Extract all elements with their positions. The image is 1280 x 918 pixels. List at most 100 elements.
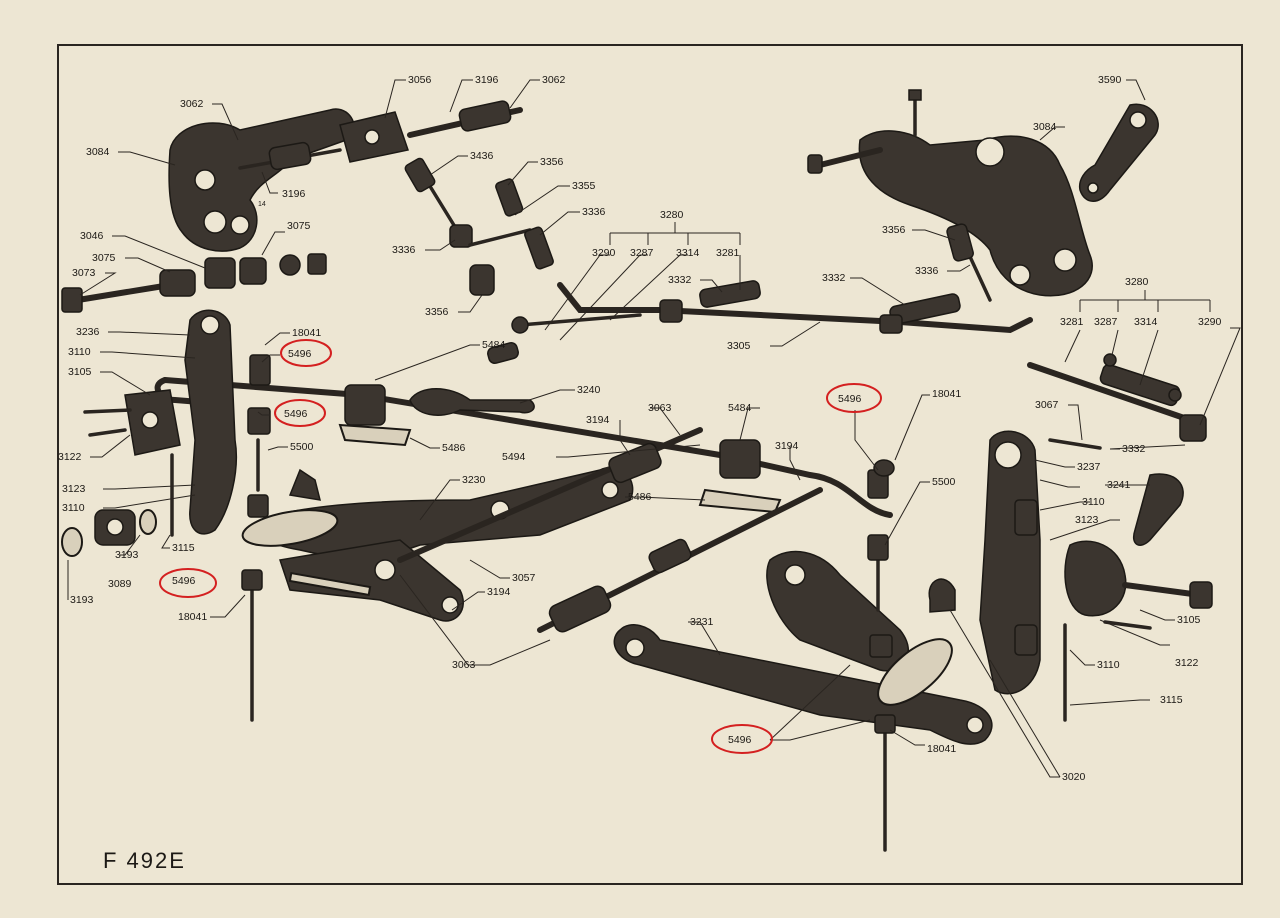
callout-label: 3057 bbox=[512, 572, 536, 584]
callout-label: 3084 bbox=[1033, 121, 1057, 133]
callout-label: 5496 bbox=[838, 393, 862, 405]
callout-label: 3336 bbox=[915, 265, 939, 277]
callout-label: 3115 bbox=[172, 542, 195, 554]
callout-label: 3356 bbox=[540, 156, 564, 168]
callout-label: 18041 bbox=[178, 611, 207, 623]
adjusting-sleeve-top bbox=[238, 100, 523, 171]
lower-wishbone-left bbox=[279, 539, 464, 622]
callout-label: 18041 bbox=[932, 388, 961, 400]
callout-label: 5484 bbox=[482, 339, 506, 351]
callout-label: 3336 bbox=[582, 206, 606, 218]
callout-label: 3084 bbox=[86, 146, 110, 158]
pitman-arm bbox=[1078, 103, 1159, 202]
track-rod-assembly bbox=[487, 280, 1033, 365]
callout-label: 3194 bbox=[586, 414, 610, 426]
callout-label: 3236 bbox=[76, 326, 100, 338]
callout-label: 5484 bbox=[728, 402, 752, 414]
callout-label: 5500 bbox=[932, 476, 956, 488]
highlight-ring bbox=[711, 724, 773, 754]
callout-label: 3280 bbox=[1125, 276, 1149, 288]
callout-label: 3122 bbox=[58, 451, 82, 463]
callout-label: 3067 bbox=[1035, 399, 1059, 411]
callout-label: 3063 bbox=[648, 402, 672, 414]
callout-label: 3075 bbox=[92, 252, 116, 264]
callout-label: 3241 bbox=[1107, 479, 1131, 491]
upper-wishbone bbox=[241, 466, 634, 558]
callout-label: 14 bbox=[258, 201, 266, 208]
callout-label: 3280 bbox=[660, 209, 684, 221]
callout-label: 3122 bbox=[1175, 657, 1199, 669]
callout-label: 18041 bbox=[292, 327, 321, 339]
callout-label: 3305 bbox=[727, 340, 751, 352]
highlight-ring bbox=[159, 568, 217, 598]
callout-label: 5496 bbox=[728, 734, 752, 746]
callout-label: 3230 bbox=[462, 474, 486, 486]
callout-label: 3105 bbox=[1177, 614, 1201, 626]
callout-label: 3356 bbox=[882, 224, 906, 236]
callout-label: 3332 bbox=[822, 272, 846, 284]
callout-label: 3332 bbox=[668, 274, 692, 286]
callout-label: 3332 bbox=[1122, 443, 1146, 455]
callout-label: 5494 bbox=[502, 451, 526, 463]
callout-label: 3193 bbox=[70, 594, 94, 606]
callout-label: 3336 bbox=[392, 244, 416, 256]
callout-label: 3089 bbox=[108, 578, 132, 590]
callout-label: 5500 bbox=[290, 441, 314, 453]
adjusting-screw-center bbox=[397, 427, 823, 633]
callout-label: 3073 bbox=[72, 267, 96, 279]
leader-lines bbox=[67, 79, 1241, 778]
steering-arm-right bbox=[807, 89, 1093, 302]
callout-label: 3590 bbox=[1098, 74, 1122, 86]
callout-label: 5486 bbox=[628, 491, 652, 503]
tie-rod-end-top bbox=[404, 157, 554, 296]
callout-label: 3281 bbox=[1060, 316, 1084, 328]
callout-label: 3123 bbox=[62, 483, 86, 495]
callout-label: 5486 bbox=[442, 442, 466, 454]
callout-label: 3436 bbox=[470, 150, 494, 162]
callout-label: 3115 bbox=[1160, 694, 1183, 706]
sheet-border bbox=[57, 44, 1243, 885]
callout-label: 5496 bbox=[288, 348, 312, 360]
callout-labels: 3056 3196 3062 3062 3084 3196 3075 3046 … bbox=[58, 74, 1222, 783]
callout-label: 3110 bbox=[68, 346, 91, 358]
callout-label: 3355 bbox=[572, 180, 596, 192]
callout-label: 3194 bbox=[775, 440, 799, 452]
highlight-ring bbox=[826, 383, 882, 413]
callout-label: 3281 bbox=[716, 247, 740, 259]
callout-label: 3240 bbox=[577, 384, 601, 396]
callout-label: 5496 bbox=[284, 408, 308, 420]
highlight-rings bbox=[159, 339, 882, 754]
callout-label: 18041 bbox=[927, 743, 956, 755]
callout-label: 3314 bbox=[1134, 316, 1158, 328]
callout-label: 3046 bbox=[80, 230, 104, 242]
callout-label: 3056 bbox=[408, 74, 432, 86]
callout-label: 3290 bbox=[592, 247, 616, 259]
callout-label: 3194 bbox=[487, 586, 511, 598]
callout-label: 3231 bbox=[690, 616, 714, 628]
callout-label: 3196 bbox=[475, 74, 499, 86]
sheet-code-label: F 492E bbox=[103, 848, 186, 873]
anti-roll-bar bbox=[154, 377, 893, 518]
stub-axle-left bbox=[61, 309, 322, 722]
callout-label: 3290 bbox=[1198, 316, 1222, 328]
callout-label: 3193 bbox=[115, 549, 139, 561]
callout-label: 3287 bbox=[1094, 316, 1118, 328]
callout-label: 3105 bbox=[68, 366, 92, 378]
tie-rod-right bbox=[1027, 353, 1207, 442]
callout-label: 3075 bbox=[287, 220, 311, 232]
callout-label: 3110 bbox=[1082, 496, 1105, 508]
highlight-ring bbox=[280, 339, 332, 367]
callout-label: 3062 bbox=[180, 98, 204, 110]
callout-label: 3356 bbox=[425, 306, 449, 318]
callout-label: 3123 bbox=[1075, 514, 1099, 526]
callout-label: 3196 bbox=[282, 188, 306, 200]
callout-label: 3020 bbox=[1062, 771, 1086, 783]
highlight-ring bbox=[274, 399, 326, 427]
callout-label: 3063 bbox=[452, 659, 476, 671]
callout-label: 3110 bbox=[1097, 659, 1120, 671]
callout-label: 3110 bbox=[62, 502, 85, 514]
lower-arm-right bbox=[613, 550, 993, 852]
callout-label: 3287 bbox=[630, 247, 654, 259]
